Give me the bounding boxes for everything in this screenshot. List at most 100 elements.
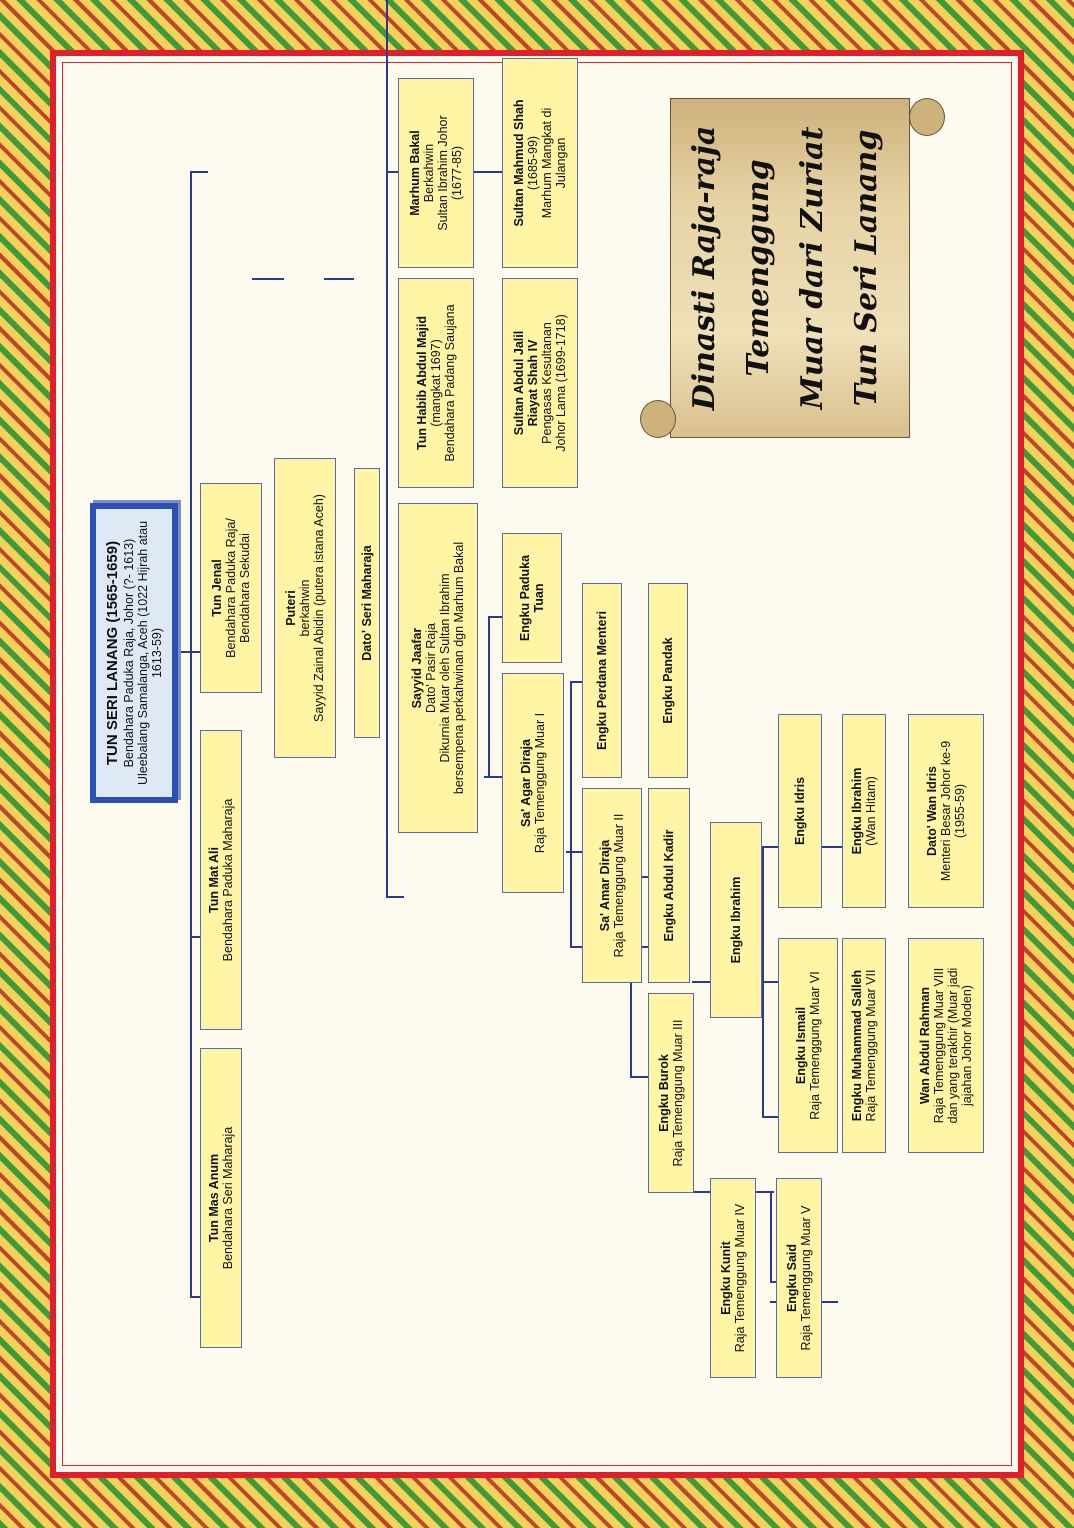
connector: [770, 1193, 772, 1283]
node-line: Riayat Shah IV: [526, 339, 540, 427]
node-sa-agar-diraja: Sa' Agar Diraja Raja Temenggung Muar I: [502, 673, 564, 893]
node-line: Pengasas Kesultanan: [540, 322, 554, 444]
node-name: Engku Perdana Menteri: [595, 611, 609, 750]
connector: [570, 853, 572, 948]
node-line: Raja Temenggung Muar III: [671, 1019, 685, 1167]
node-name: Engku Ismail: [794, 1006, 808, 1085]
node-marhum-bakal: Marhum Bakal Berkahwin Sultan Ibrahim Jo…: [398, 78, 474, 268]
node-line: Raja Temenggung Muar V: [799, 1205, 813, 1351]
node-engku-idris: Engku Idris: [778, 714, 822, 908]
node-tun-seri-lanang: TUN SERI LANANG (1565-1659) Bendahara Pa…: [90, 503, 178, 803]
title-line: Muar dari Zuriat: [795, 126, 830, 410]
node-line: Marhum Mangkat di: [540, 107, 554, 219]
node-engku-ibrahim-wan-hitam: Engku Ibrahim (Wan Hitam): [842, 714, 886, 908]
node-name: Engku Paduka: [518, 554, 532, 642]
connector: [630, 1076, 648, 1078]
node-engku-muhammad-salleh: Engku Muhammad Salleh Raja Temenggung Mu…: [842, 938, 886, 1153]
title-line: Temenggung: [741, 159, 776, 377]
connector: [386, 0, 388, 898]
node-line: bersempena perkahwinan dgn Marhum Bakal: [452, 541, 466, 795]
node-engku-perdana-menteri: Engku Perdana Menteri: [582, 583, 622, 778]
node-line: (Wan Hitam): [864, 776, 878, 846]
node-name: Engku Ibrahim: [729, 876, 743, 964]
node-line: Raja Temenggung Muar IV: [733, 1203, 747, 1353]
connector: [386, 896, 404, 898]
node-line: Bendahara Paduka Maharaja: [221, 798, 235, 962]
node-name: Wan Abdul Rahman: [918, 986, 932, 1105]
node-name: Sultan Mahmud Shah: [512, 99, 526, 227]
node-line: Raja Temenggung Muar II: [612, 813, 626, 958]
node-name: Engku Pandak: [661, 637, 675, 724]
node-engku-burok: Engku Burok Raja Temenggung Muar III: [648, 993, 694, 1193]
node-name: Sa' Agar Diraja: [519, 739, 533, 827]
node-line: Bendahara Seri Maharaja: [221, 1126, 235, 1270]
node-line: Dikurnia Muar oleh Sultan Ibrahim: [438, 573, 452, 763]
node-name: Tun Mat Ali: [207, 847, 221, 913]
node-name: Engku Said: [785, 1243, 799, 1313]
family-tree: TUN SERI LANANG (1565-1659) Bendahara Pa…: [70, 0, 1004, 1458]
connector: [762, 848, 764, 1118]
connector: [570, 681, 582, 683]
node-line: berkahwin: [298, 579, 312, 637]
node-name: Sayyid Jaafar: [410, 627, 424, 709]
node-name: Engku Abdul Kadir: [662, 829, 676, 942]
connector: [570, 683, 572, 853]
node-line: Bendahara Paduka Raja, Johor (?- 1613): [122, 538, 136, 768]
connector: [488, 618, 490, 778]
node-line: Raja Temenggung Muar VI: [808, 971, 822, 1120]
connector: [762, 981, 778, 983]
title-line: Tun Seri Lanang: [849, 129, 884, 407]
node-engku-abdul-kadir: Engku Abdul Kadir: [648, 788, 690, 983]
node-name: Sa' Amar Diraja: [598, 839, 612, 932]
node-line: Menteri Besar Johor ke-9: [939, 740, 953, 882]
node-line: (1685-99): [526, 135, 540, 191]
node-line: Dato' Pasir Raja: [424, 623, 438, 713]
node-sultan-abdul-jalil: Sultan Abdul Jalil Riayat Shah IV Pengas…: [502, 278, 578, 488]
node-line: Tuan: [532, 583, 546, 613]
node-sultan-mahmud-shah: Sultan Mahmud Shah (1685-99) Marhum Mang…: [502, 58, 578, 268]
node-line: Sultan Ibrahim Johor: [436, 115, 450, 231]
node-name: Tun Mas Anum: [207, 1153, 221, 1243]
node-line: Sayyid Zainal Abidin (putera istana Aceh…: [312, 494, 326, 722]
node-engku-said: Engku Said Raja Temenggung Muar V: [776, 1178, 822, 1378]
node-tun-jenal: Tun Jenal Bendahara Paduka Raja/ Bendaha…: [200, 483, 262, 693]
node-line: Raja Temenggung Muar VII: [864, 969, 878, 1122]
node-line: dan yang terakhir (Muar jadi: [946, 967, 960, 1124]
node-name: Engku Burok: [657, 1054, 671, 1132]
node-name: Engku Ibrahim: [850, 767, 864, 855]
node-name: Tun Habib Abdul Majid: [415, 316, 429, 451]
node-line: Bendahara Padang Saujana: [443, 304, 457, 462]
node-tun-mat-ali: Tun Mat Ali Bendahara Paduka Maharaja: [200, 730, 242, 1030]
node-tun-mas-anum: Tun Mas Anum Bendahara Seri Maharaja: [200, 1048, 242, 1348]
node-name: Puteri: [284, 590, 298, 626]
node-name: Dato' Wan Idris: [925, 766, 939, 857]
node-line: Raja Temenggung Muar I: [533, 712, 547, 854]
node-name: Engku Muhammad Salleh: [850, 969, 864, 1122]
node-dato-wan-idris: Dato' Wan Idris Menteri Besar Johor ke-9…: [908, 714, 984, 908]
node-name: TUN SERI LANANG (1565-1659): [104, 540, 121, 766]
node-sayyid-jaafar: Sayyid Jaafar Dato' Pasir Raja Dikurnia …: [398, 503, 478, 833]
title-scroll: Dinasti Raja-raja Temenggung Muar dari Z…: [640, 98, 945, 438]
node-line: Julangan: [554, 137, 568, 189]
connector: [488, 616, 502, 618]
node-engku-kunit: Engku Kunit Raja Temenggung Muar IV: [710, 1178, 756, 1378]
node-sa-amar-diraja: Sa' Amar Diraja Raja Temenggung Muar II: [582, 788, 642, 983]
node-engku-ismail: Engku Ismail Raja Temenggung Muar VI: [778, 938, 838, 1153]
connector: [488, 776, 502, 778]
connector: [692, 981, 710, 983]
node-line: (1677-85): [450, 145, 464, 201]
title-line: Dinasti Raja-raja: [687, 125, 722, 411]
node-name: Marhum Bakal: [408, 130, 422, 216]
node-line: Bendahara Sekudai: [238, 533, 252, 643]
node-engku-paduka-tuan: Engku Paduka Tuan: [502, 533, 562, 663]
node-line: Bendahara Paduka Raja/: [224, 518, 238, 658]
node-wan-abdul-rahman: Wan Abdul Rahman Raja Temenggung Muar VI…: [908, 938, 984, 1153]
node-name: Tun Jenal: [210, 559, 224, 617]
node-line: jajahan Johor Moden): [960, 985, 974, 1106]
node-line: Raja Temenggung Muar VIII: [932, 967, 946, 1124]
node-line: (mangkat 1697): [429, 339, 443, 427]
diagram-title: Dinasti Raja-raja Temenggung Muar dari Z…: [678, 116, 894, 420]
node-name: Dato' Seri Maharaja: [360, 545, 374, 661]
node-tun-habib-abdul-majid: Tun Habib Abdul Majid (mangkat 1697) Ben…: [398, 278, 474, 488]
